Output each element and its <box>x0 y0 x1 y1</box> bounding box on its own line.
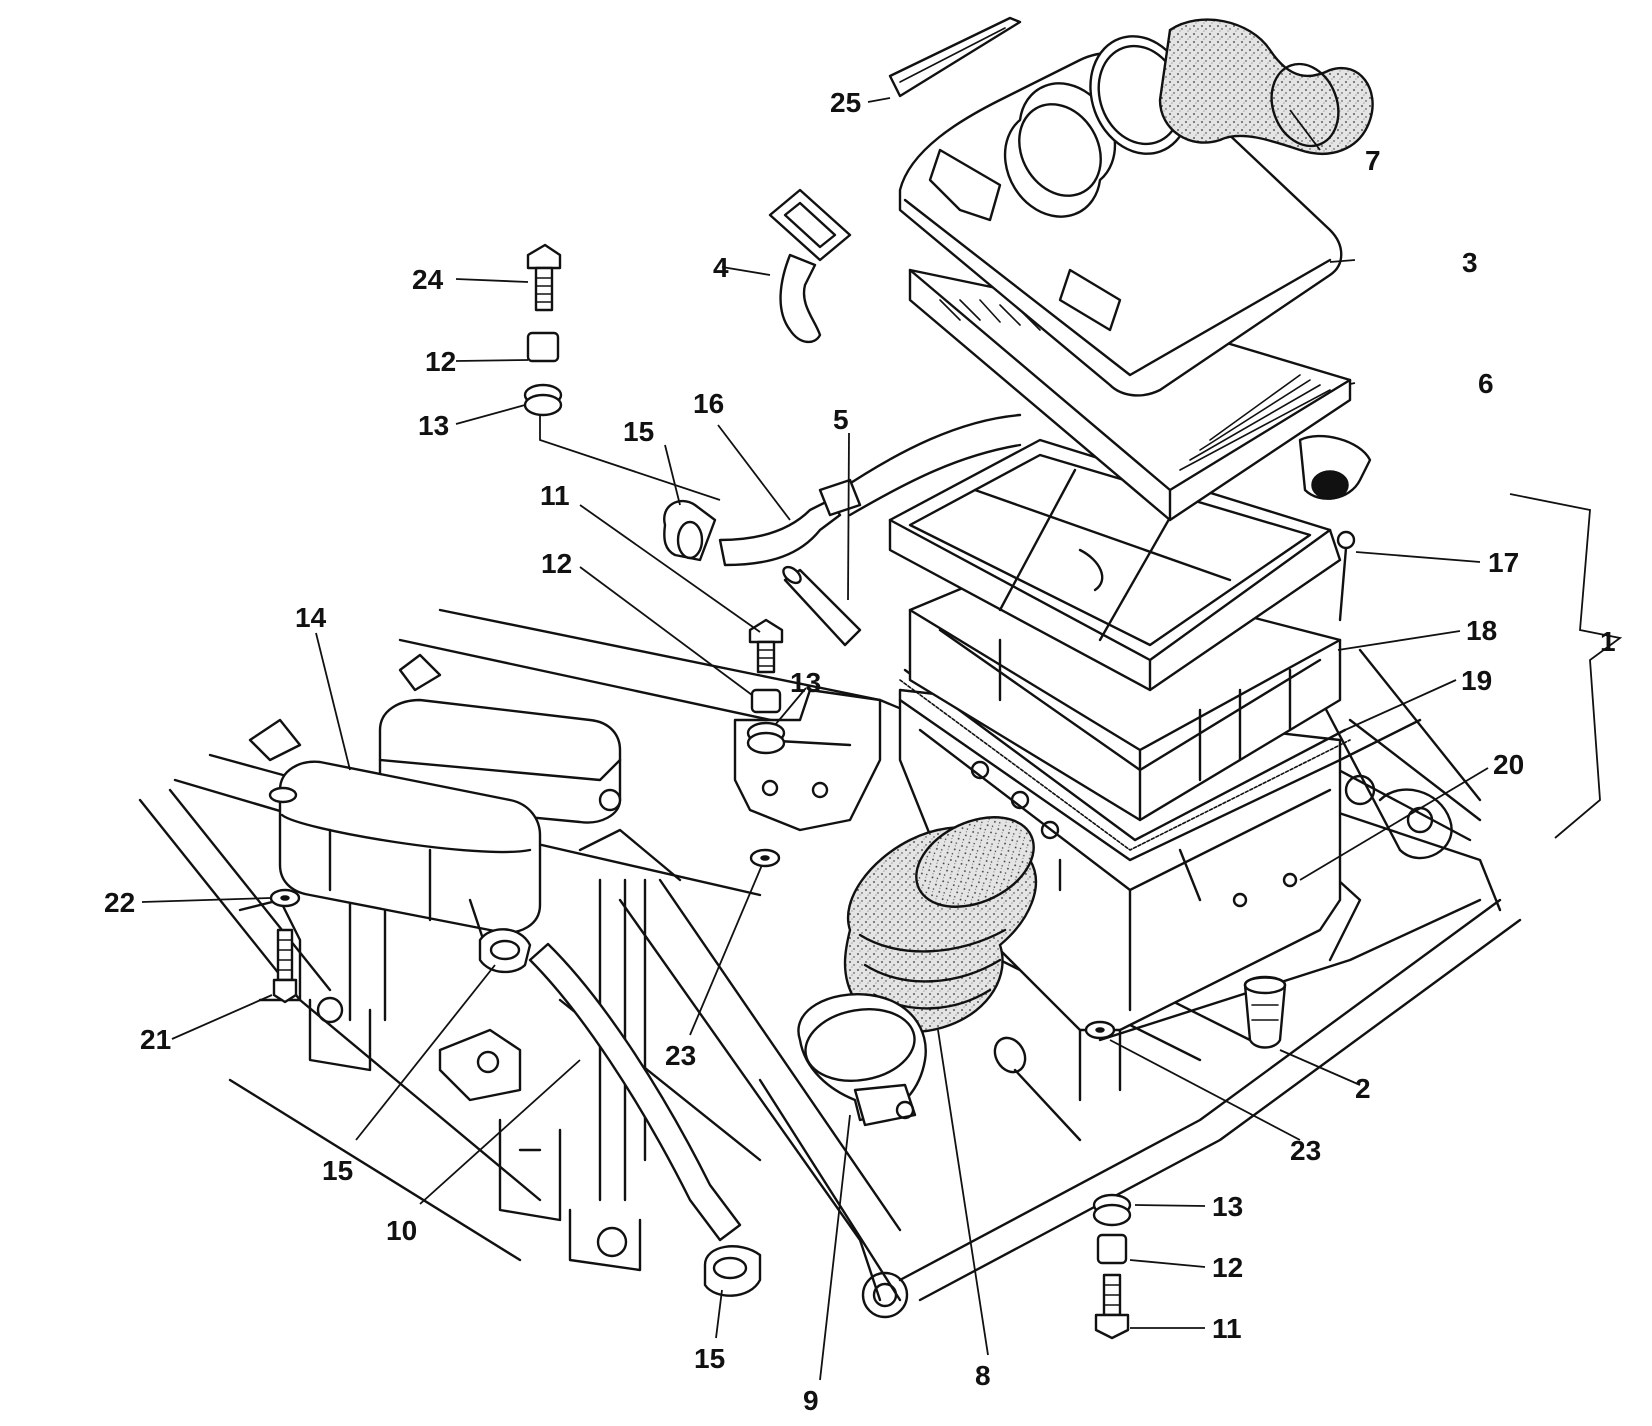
callout-1: 1 <box>1600 626 1616 657</box>
callout-13: 13 <box>418 410 449 441</box>
part-7-intake-boot <box>1158 18 1374 155</box>
callout-14: 14 <box>295 602 327 633</box>
part-20-lower-housing <box>898 688 1342 1102</box>
fasteners <box>268 243 1356 1340</box>
part-14-box <box>278 698 682 962</box>
callout-16: 16 <box>693 388 724 419</box>
part-9-band-clamp <box>797 993 927 1127</box>
callout-23: 23 <box>1290 1135 1321 1166</box>
callout-4: 4 <box>713 252 729 283</box>
part-elbow-right <box>1298 434 1372 500</box>
callout-18: 18 <box>1466 615 1497 646</box>
part-19-seal <box>899 668 1351 851</box>
part-filter-grid <box>888 438 1342 692</box>
callout-5: 5 <box>833 404 849 435</box>
callout-17: 17 <box>1488 547 1519 578</box>
callout-9: 9 <box>803 1385 819 1416</box>
part-15-clamp-left <box>478 928 532 974</box>
callout-13: 13 <box>1212 1191 1243 1222</box>
callout-labels: 25 7 3 4 24 12 13 6 15 16 5 11 12 17 18 … <box>104 87 1616 1416</box>
part-16-hose <box>718 413 1022 567</box>
part-25-plate <box>888 16 1022 98</box>
leader-lines <box>141 97 1489 1381</box>
callout-22: 22 <box>104 887 135 918</box>
callout-15: 15 <box>623 416 654 447</box>
part-3-airbox-cover <box>898 35 1343 397</box>
callout-7: 7 <box>1365 145 1381 176</box>
callout-2: 2 <box>1355 1073 1371 1104</box>
callout-12: 12 <box>425 346 456 377</box>
callout-6: 6 <box>1478 368 1494 399</box>
callout-23: 23 <box>665 1040 696 1071</box>
callout-24: 24 <box>412 264 444 295</box>
callout-15: 15 <box>322 1155 353 1186</box>
part-10-drain-hose <box>528 942 742 1242</box>
callout-25: 25 <box>830 87 861 118</box>
callout-11: 11 <box>1212 1313 1242 1344</box>
callout-10: 10 <box>386 1215 417 1246</box>
part-5-tube <box>782 565 862 647</box>
part-4-strap <box>768 188 852 344</box>
callout-11: 11 <box>540 480 570 511</box>
part-pipe-stub <box>993 1036 1082 1142</box>
callout-15: 15 <box>694 1343 725 1374</box>
part-15-clamp-bottom <box>703 1245 762 1297</box>
callout-13: 13 <box>790 667 821 698</box>
part-15-clamp-top <box>663 499 717 562</box>
callout-12: 12 <box>541 548 572 579</box>
callout-20: 20 <box>1493 749 1524 780</box>
group-bracket-1 <box>1509 493 1623 839</box>
callout-3: 3 <box>1462 247 1478 278</box>
callout-8: 8 <box>975 1360 991 1391</box>
callout-19: 19 <box>1461 665 1492 696</box>
callout-21: 21 <box>140 1024 171 1055</box>
callout-12: 12 <box>1212 1252 1243 1283</box>
frame <box>138 608 1522 1319</box>
